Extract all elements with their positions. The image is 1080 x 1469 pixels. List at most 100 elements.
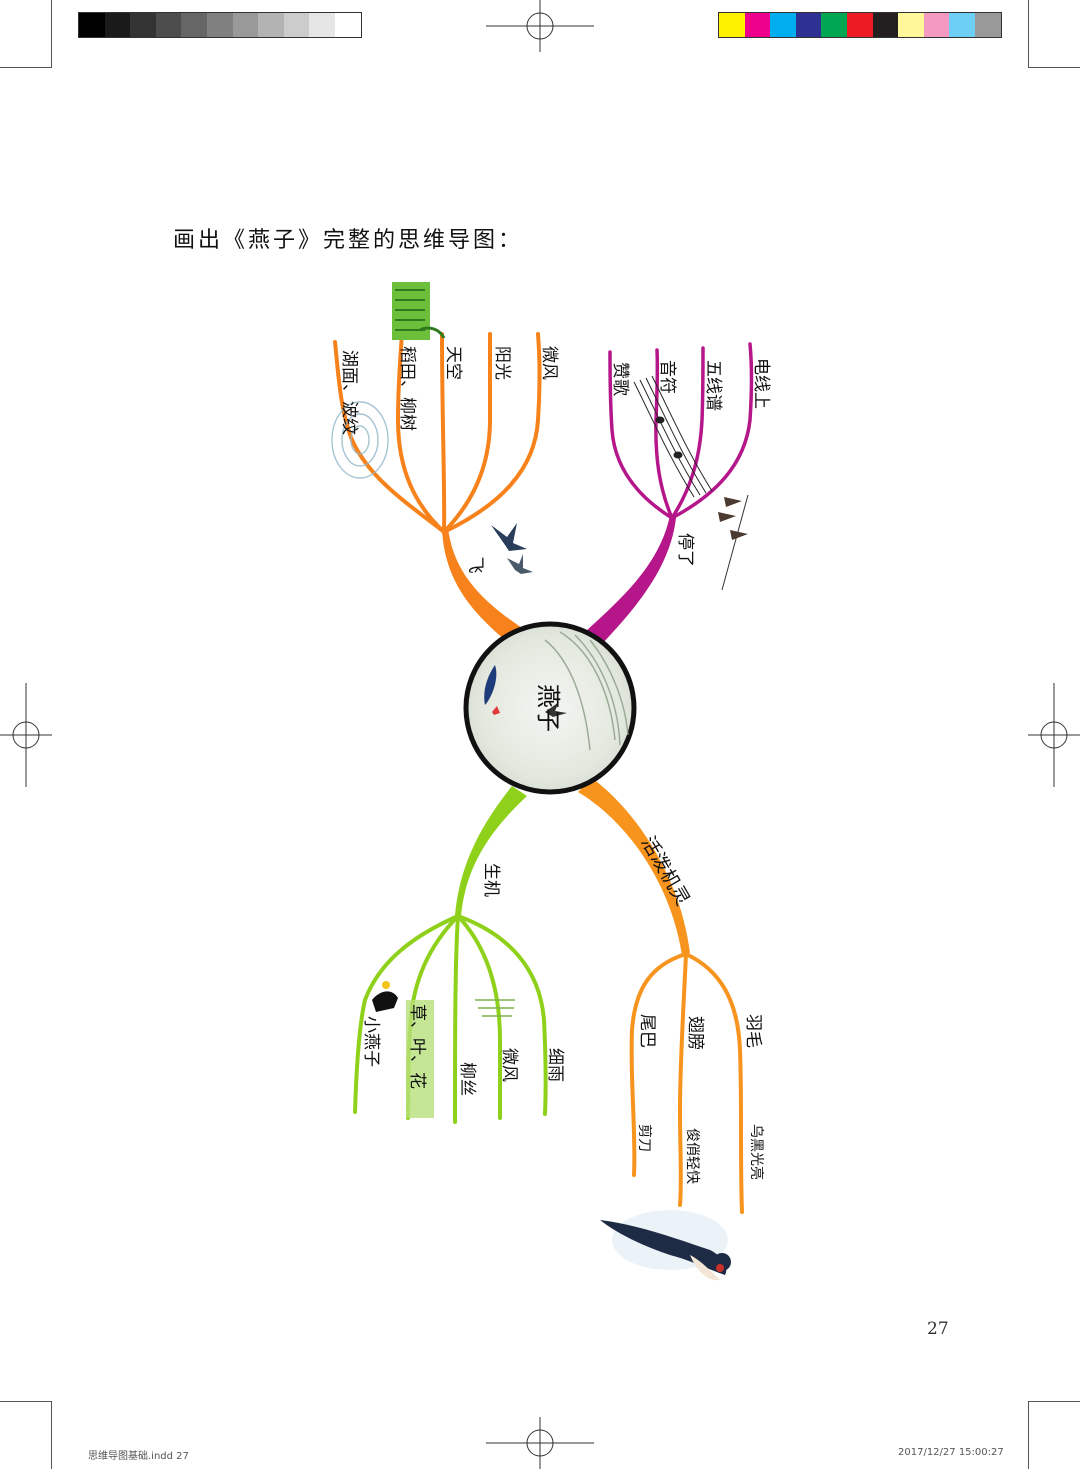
color-swatch: [974, 13, 1001, 37]
color-swatch: [232, 13, 259, 37]
color-swatch: [309, 13, 335, 37]
color-swatch: [130, 13, 156, 37]
color-swatch: [334, 13, 361, 37]
color-swatch: [898, 13, 924, 37]
branch-rest-label: 停了: [675, 533, 695, 567]
branch-lively-trunk: [578, 778, 690, 955]
leaf-lively-1-sub: 剪刀: [636, 1124, 652, 1152]
branch-rest-trunk: [585, 515, 676, 646]
leaf-vitality-1: 小燕子: [361, 1016, 381, 1067]
leaf-vitality-2: 草、叶、花: [407, 1004, 427, 1089]
grass-decoration: [406, 1000, 434, 1118]
color-bar: [718, 12, 1002, 38]
leaf-fly-3: 天空: [443, 346, 463, 380]
color-swatch: [181, 13, 207, 37]
branch-fly-twig: [442, 332, 542, 534]
leaf-fly-5: 微风: [539, 346, 559, 380]
color-swatch: [821, 13, 847, 37]
branch-vitality-label: 生机: [481, 863, 501, 897]
color-swatch: [744, 13, 771, 37]
color-swatch: [846, 13, 873, 37]
color-swatch: [79, 13, 105, 37]
branch-lively-twig: [677, 952, 688, 1207]
color-swatch: [872, 13, 899, 37]
registration-target-top: [486, 0, 594, 52]
branch-lively-twig: [684, 952, 744, 1214]
crop-mark: [1028, 0, 1029, 68]
leaf-lively-1: 尾巴: [637, 1014, 657, 1048]
registration-target-left: [0, 683, 52, 787]
color-swatch: [258, 13, 284, 37]
swallow-perched-icon: [372, 981, 398, 1012]
color-swatch: [923, 13, 950, 37]
swallow-large-icon: [600, 1210, 731, 1281]
leaf-rest-3: 五线谱: [703, 360, 723, 411]
branch-rest-twig: [608, 350, 674, 520]
branch-fly-twig: [442, 332, 493, 534]
willow-decoration: [544, 631, 629, 751]
leaf-rest-2: 音符: [657, 360, 677, 394]
registration-target-bottom: [486, 1417, 594, 1469]
color-swatch: [283, 13, 310, 37]
branch-lively-label: 活泼机灵: [637, 833, 694, 910]
leaf-rest-1: 赞歌: [610, 362, 630, 396]
leaf-lively-2-sub: 俊俏轻快: [684, 1128, 700, 1184]
leaf-rest-4: 电线上: [751, 358, 771, 409]
labels: 燕子 飞 湖面、波纹 稻田、柳树 天空 阳光 微风 停了 赞歌 音符 五线谱 电…: [339, 346, 771, 1184]
branch-rest-twig: [670, 342, 754, 520]
crop-mark: [1028, 1401, 1029, 1469]
footer-filename: 思维导图基础.indd 27: [88, 1451, 189, 1462]
color-swatch: [770, 13, 796, 37]
branch-lively: [578, 778, 744, 1214]
grayscale-bar: [78, 12, 362, 38]
flower-decoration: [492, 706, 500, 715]
branch-fly-label: 飞: [465, 557, 485, 574]
leaf-lively-3: 羽毛: [743, 1014, 763, 1048]
center-node: [463, 621, 637, 795]
color-swatch: [795, 13, 822, 37]
color-swatch: [206, 13, 233, 37]
ripple-decoration: [331, 401, 389, 479]
leaf-vitality-4: 微风: [499, 1048, 519, 1082]
leaf-vitality-3: 柳丝: [457, 1062, 477, 1096]
crop-mark: [0, 67, 52, 68]
branch-rest-twig: [670, 346, 705, 520]
leaf-lively-3-sub: 乌黑光亮: [748, 1124, 765, 1180]
music-notes-decoration: [633, 375, 713, 498]
center-label: 燕子: [534, 684, 562, 732]
leaf-lively-2: 翅膀: [685, 1016, 705, 1050]
crop-mark: [0, 1401, 52, 1402]
branch-vitality-twig: [456, 914, 503, 1120]
page-title: 画出《燕子》完整的思维导图：: [173, 228, 524, 253]
leaf-fly-4: 阳光: [492, 346, 512, 380]
color-swatch: [949, 13, 975, 37]
color-swatch: [155, 13, 182, 37]
branch-vitality-trunk: [455, 786, 527, 916]
footer-timestamp: 2017/12/27 15:00:27: [898, 1447, 1004, 1458]
color-swatch: [104, 13, 131, 37]
registration-target-right: [1028, 683, 1080, 787]
crop-mark: [51, 1401, 52, 1469]
leaf-decoration: [484, 665, 497, 705]
crop-mark: [1028, 67, 1080, 68]
leaf-vitality-5: 细雨: [545, 1048, 565, 1082]
page-number: 27: [927, 1319, 949, 1339]
crop-mark: [1028, 1401, 1080, 1402]
leaf-fly-1: 湖面、波纹: [339, 350, 359, 435]
swallow-small-icon: [545, 702, 567, 717]
swallow-flying-icon: [491, 523, 533, 574]
branch-vitality-twig: [353, 914, 460, 1114]
branch-fly-twig: [333, 340, 446, 534]
branch-vitality-twig: [456, 914, 548, 1116]
branch-fly-trunk: [442, 528, 522, 640]
swallows-on-wire-icon: [718, 494, 749, 591]
branch-fly: [333, 332, 542, 640]
color-swatch: [719, 13, 745, 37]
crop-mark: [51, 0, 52, 68]
willow-twig-decoration: [475, 999, 515, 1017]
leaf-fly-2: 稻田、柳树: [397, 346, 417, 431]
rice-field-decoration: [392, 282, 446, 340]
branch-fly-twig: [440, 332, 447, 534]
branch-lively-twig: [629, 952, 688, 1177]
